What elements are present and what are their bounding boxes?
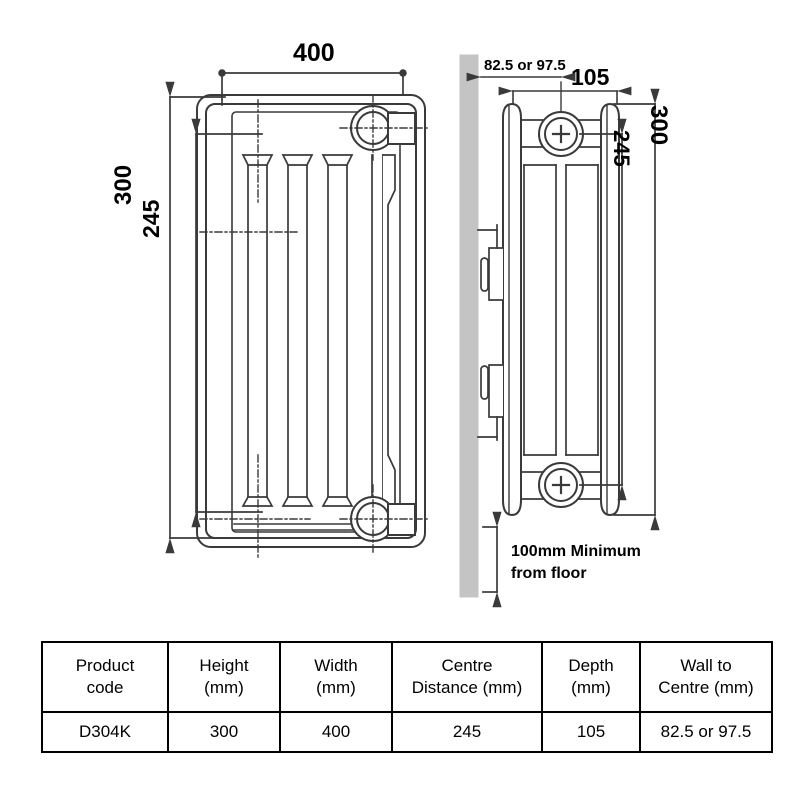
dimension-width-400 — [218, 69, 407, 106]
dimension-label-wall-to-centre: 82.5 or 97.5 — [484, 57, 566, 74]
header-line-2: Distance (mm) — [411, 678, 523, 697]
table-row: D304K 300 400 245 105 82.5 or 97.5 — [41, 711, 773, 753]
table-header-height: Height (mm) — [167, 641, 281, 713]
table-header-row: Product code Height (mm) Width (mm) Cent… — [41, 641, 773, 713]
convector-fins — [241, 154, 354, 507]
wall-bracket-lower — [477, 364, 504, 441]
header-line-1: Centre — [441, 655, 493, 675]
table-header-width: Width (mm) — [279, 641, 393, 713]
header-line-2: (mm) — [571, 678, 611, 697]
wall — [459, 54, 479, 598]
header-line-1: Wall to — [680, 655, 732, 675]
dimension-label-depth: 105 — [571, 64, 610, 90]
cell-centre-distance: 245 — [391, 711, 543, 753]
dimension-label-height-right: 300 — [645, 105, 672, 146]
cell-product-code: D304K — [41, 711, 169, 753]
cell-height: 300 — [167, 711, 281, 753]
wall-bracket-upper — [477, 224, 504, 301]
header-line-1: Width — [314, 655, 358, 675]
table-header-wall-to-centre: Wall to Centre (mm) — [639, 641, 773, 713]
header-line-2: (mm) — [204, 678, 244, 697]
header-line-1: Depth — [568, 655, 614, 675]
side-valve-bottom — [538, 462, 584, 508]
specification-table: Product code Height (mm) Width (mm) Cent… — [41, 641, 773, 753]
header-line-2: Centre (mm) — [658, 678, 754, 697]
dimension-centre-245 — [191, 118, 263, 528]
front-view-side-edge — [371, 154, 396, 507]
header-line-2: code — [86, 678, 124, 697]
side-view — [502, 102, 620, 517]
dimension-label-height-left: 300 — [110, 164, 137, 205]
table-header-product-code: Product code — [41, 641, 169, 713]
dimension-label-centre-left: 245 — [138, 199, 164, 238]
dimension-label-centre-right: 245 — [609, 130, 634, 167]
header-line-1: Product — [75, 655, 135, 675]
header-line-1: Height — [199, 655, 249, 675]
dimension-depth-105 — [498, 86, 632, 105]
dimension-height-300-right — [613, 88, 660, 531]
side-valve-top — [538, 111, 584, 157]
dimension-floor-clearance — [482, 511, 502, 608]
floor-clearance-note: 100mm Minimum from floor — [511, 543, 641, 582]
dimension-centre-245-right — [579, 118, 627, 501]
table-header-centre-distance: Centre Distance (mm) — [391, 641, 543, 713]
cell-depth: 105 — [541, 711, 641, 753]
front-view-centre-lines — [199, 94, 431, 561]
dimension-label-width: 400 — [293, 39, 335, 67]
header-line-2: (mm) — [316, 678, 356, 697]
cell-wall-to-centre: 82.5 or 97.5 — [639, 711, 773, 753]
table-header-depth: Depth (mm) — [541, 641, 641, 713]
dimension-height-300 — [165, 81, 226, 554]
cell-width: 400 — [279, 711, 393, 753]
